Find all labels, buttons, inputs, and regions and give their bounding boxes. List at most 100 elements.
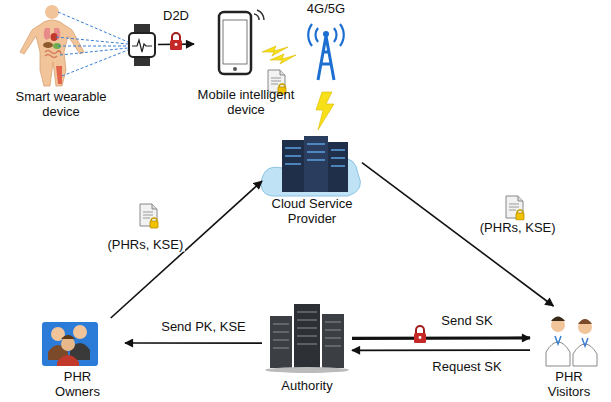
wearable-device-node: Smart wearable device (5, 2, 158, 120)
cloud-server-icon-part (304, 136, 328, 192)
base-station-tower (308, 24, 344, 80)
human-body-figure-part (62, 50, 128, 76)
wireless-signal-part (270, 54, 296, 64)
smartphone-icon-part (254, 10, 264, 20)
edge-label: (PHRs, KSE) (105, 237, 185, 252)
human-body-figure-part (45, 5, 59, 19)
doctors-icon-part (578, 319, 592, 324)
cloud-server-icon-part (307, 143, 325, 144)
authority-server-icon-part (265, 367, 349, 373)
node-label: Smart wearable device (5, 90, 117, 120)
owners-group-icon-part (61, 335, 75, 339)
human-body-figure-part (20, 20, 84, 86)
authority-server-icon-part (297, 336, 317, 337)
cloud-provider-node: Cloud Service Provider (262, 135, 362, 227)
owners-group-icon-part (42, 322, 98, 366)
owners-group-icon (42, 322, 98, 366)
human-body-figure (20, 5, 128, 86)
human-body-figure-part (43, 42, 53, 48)
node-label: 4G/5G (298, 2, 354, 17)
doctors-icon-part (551, 317, 565, 322)
authority-server-icon-part (273, 348, 289, 349)
cloud-server-icon (261, 136, 360, 196)
authority-server-icon (265, 304, 349, 373)
cloud-server-icon-part (307, 159, 325, 160)
wireless-signal (316, 92, 334, 130)
doctors-icon-part (582, 338, 588, 346)
encrypted-document-icon-part (506, 196, 524, 220)
human-body-figure-part (56, 66, 62, 84)
authority-server-icon-part (273, 332, 289, 333)
owners-group-icon-part (73, 325, 87, 339)
lock-icon-part (170, 33, 182, 50)
cloud-server-icon-part (285, 144, 345, 166)
node-label: Authority (262, 379, 352, 394)
cloud-server-icon-part (285, 155, 301, 156)
authority-server-icon-part (273, 312, 341, 348)
authority-server-icon-part (325, 330, 341, 331)
base-station-node: 4G/5G (298, 2, 354, 86)
human-body-figure-part (44, 28, 50, 40)
smart-watch-icon (129, 24, 155, 66)
authority-server-icon-part (294, 304, 320, 368)
smartphone-icon-part (233, 67, 237, 71)
authority-server-icon-part (297, 312, 317, 313)
encrypted-document-icon-part (140, 204, 158, 228)
authority-server-icon-part (297, 328, 317, 329)
smartphone-icon-part (223, 20, 247, 64)
lock-icon (170, 33, 426, 343)
wireless-signal (262, 46, 296, 94)
cloud-server-icon-part (307, 151, 325, 152)
cloud-server-icon-part (285, 147, 301, 148)
doctors-icon (546, 317, 597, 367)
human-body-figure-part (56, 12, 128, 76)
cloud-server-icon-part (282, 140, 304, 192)
mobile-device-node: Mobile intelligent device (194, 6, 298, 118)
node-label: Cloud Service Provider (262, 197, 362, 227)
encrypted-document-icon (140, 196, 524, 228)
doctors-icon-part (555, 336, 561, 344)
human-body-figure-part (60, 48, 128, 55)
smart-watch-icon-part (132, 40, 152, 52)
owners-group-icon-part (61, 337, 75, 351)
edge-label: Request SK (430, 360, 503, 375)
authority-server-icon-part (297, 320, 317, 321)
authority-server-icon-part (325, 338, 341, 339)
connector-arrow (352, 349, 530, 351)
lock-icon-part (414, 326, 426, 343)
node-label: Mobile intelligent device (194, 88, 298, 118)
smart-watch-icon-part (129, 33, 155, 57)
authority-server-icon-part (325, 322, 341, 323)
smartphone-icon-part (219, 12, 251, 74)
edge-label: (PHRs, KSE) (478, 221, 558, 236)
visitor-node: PHR Visitors (530, 306, 608, 400)
authority-server-icon-part (325, 346, 341, 347)
human-body-figure-part (58, 12, 128, 42)
doctors-icon-part (578, 320, 592, 334)
owners-group-icon-part (57, 355, 79, 366)
authority-server-icon-part (273, 340, 289, 341)
base-station-tower-part (318, 36, 334, 80)
connector-arrow (125, 342, 262, 344)
authority-server-icon-part (270, 316, 292, 368)
base-station-tower-part (308, 24, 344, 46)
authority-server-icon-part (322, 314, 344, 368)
human-body-figure-part (56, 37, 128, 44)
base-station-tower-part (323, 31, 329, 37)
edge-label: Send PK, KSE (159, 320, 248, 335)
owner-node: PHR Owners (30, 318, 125, 400)
cloud-server-icon-part (331, 157, 345, 158)
human-body-figure-part (58, 46, 128, 47)
cloud-server-icon-part (331, 165, 345, 166)
cloud-server-icon-part (285, 163, 301, 164)
authority-server-icon-part (273, 324, 289, 325)
smartphone-icon (219, 10, 264, 74)
cloud-server-icon-part (328, 142, 348, 192)
edge-label: Send SK (439, 314, 494, 329)
human-body-figure-part (45, 51, 61, 58)
node-label: PHR Visitors (538, 370, 600, 400)
authority-server-icon-part (297, 344, 317, 345)
cloud-server-icon-part (331, 149, 345, 150)
